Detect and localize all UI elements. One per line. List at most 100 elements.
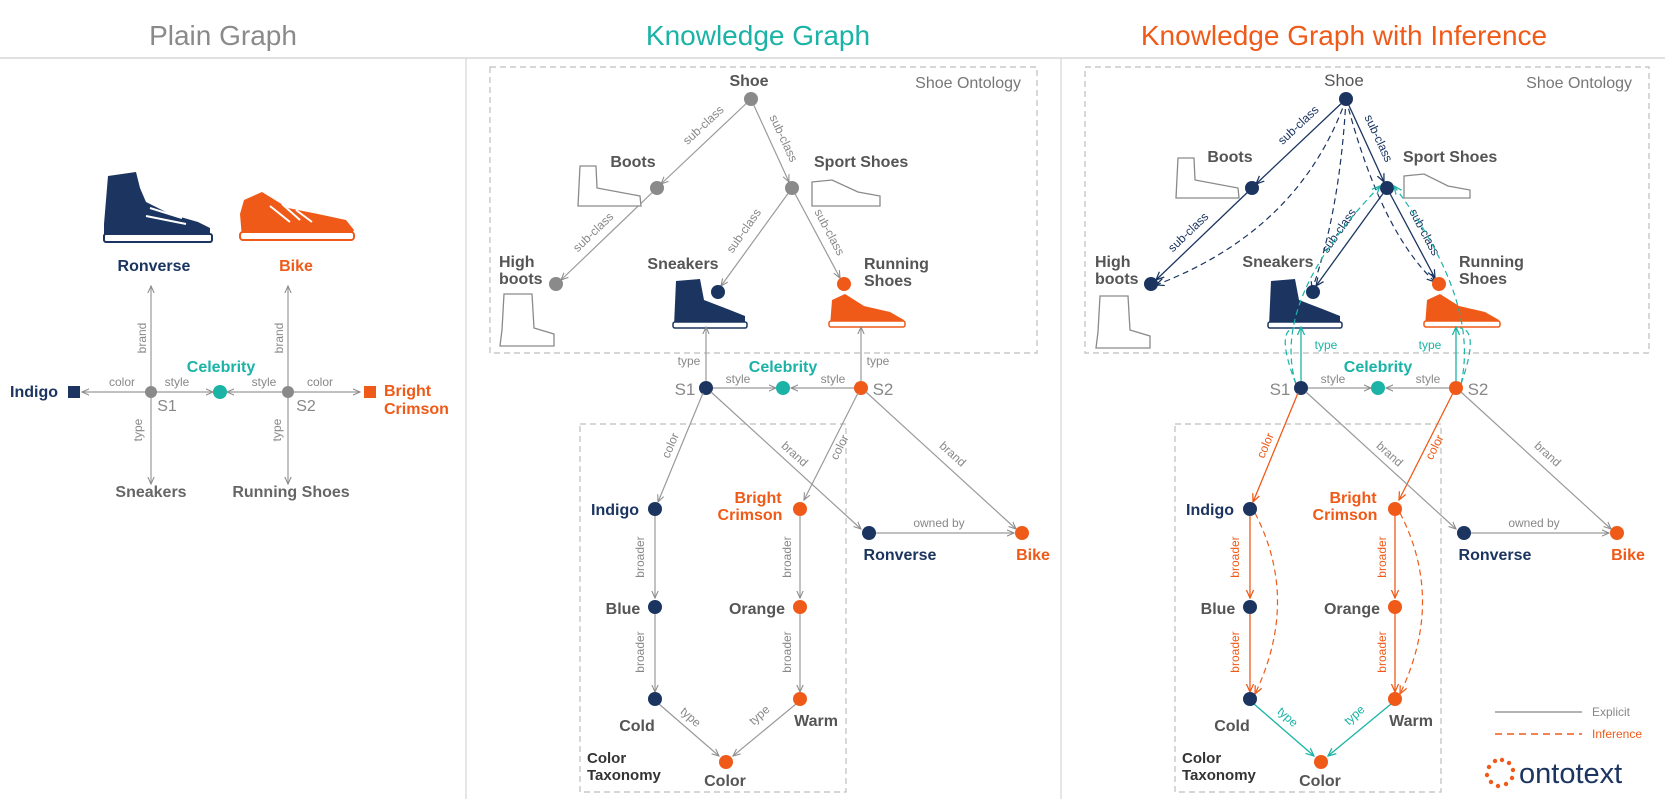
legend-explicit-label: Explicit xyxy=(1592,705,1631,719)
node-indigo: Indigo xyxy=(1186,502,1234,519)
edge-label: sub-class xyxy=(1406,206,1442,257)
node-celebrity: Celebrity xyxy=(187,359,256,376)
node-orange: Orange xyxy=(729,601,785,618)
node-ronverse: Ronverse xyxy=(1459,547,1532,564)
edge-label: owned by xyxy=(1508,516,1559,530)
edge-label: broader xyxy=(1228,536,1242,577)
node-dot-color xyxy=(719,755,733,769)
inferred-edge-subclass xyxy=(1312,98,1347,290)
edge-label: color xyxy=(1422,432,1446,462)
node-warm: Warm xyxy=(1389,713,1433,730)
node-running-shoes: Running xyxy=(864,256,929,273)
node-dot-running-shoes xyxy=(1432,277,1446,291)
node-s1-label: S1 xyxy=(675,380,696,399)
node-dot-bright-crimson xyxy=(793,502,807,516)
node-sneakers: Sneakers xyxy=(1242,254,1313,271)
edge-label: style xyxy=(821,372,846,386)
node-dot-high-boots xyxy=(549,277,563,291)
edge-label: broader xyxy=(1228,631,1242,672)
node-sport-shoes: Sport Shoes xyxy=(814,154,908,171)
node-running-shoes: Running xyxy=(1459,254,1524,271)
node-running-shoes: Shoes xyxy=(864,273,912,290)
high-top-sneaker-icon xyxy=(103,172,213,243)
running-shoe-icon xyxy=(239,192,355,241)
ontology-label: Shoe Ontology xyxy=(1526,75,1632,92)
node-bright-crimson: Crimson xyxy=(1313,507,1378,524)
node-dot-boots xyxy=(650,181,664,195)
node-dot-warm xyxy=(1388,692,1402,706)
edge-subclass xyxy=(791,187,840,278)
edge-label: sub-class xyxy=(570,209,616,254)
inferred-edge-broader xyxy=(1255,512,1279,694)
boot-icon xyxy=(1175,157,1240,199)
node-sneakers: Sneakers xyxy=(115,484,186,501)
node-blue: Blue xyxy=(606,601,641,618)
inferred-edge-broader xyxy=(1400,512,1424,694)
node-dot-cold xyxy=(1243,692,1257,706)
edge-label: color xyxy=(307,375,333,389)
node-celebrity: Celebrity xyxy=(749,359,818,376)
node-color: Color xyxy=(1299,773,1341,790)
taxonomy-label: Color xyxy=(1182,750,1221,767)
edge-label: brand xyxy=(1532,439,1564,470)
color-taxonomy-box xyxy=(579,423,847,793)
node-dot-ronverse xyxy=(1457,526,1471,540)
edge-label: style xyxy=(1321,372,1346,386)
shoe-ontology-box xyxy=(489,66,1038,354)
edge-label: type xyxy=(867,354,890,368)
edge-label: sub-class xyxy=(811,206,847,257)
edge-label: type xyxy=(131,418,145,441)
edge-brand xyxy=(710,391,861,529)
edge-label: style xyxy=(165,375,190,389)
ontotext-logo: ontotext xyxy=(1484,757,1622,790)
node-bright-crimson: Bright xyxy=(734,490,782,507)
node-bike: Bike xyxy=(1016,547,1050,564)
node-dot-s2 xyxy=(854,381,868,395)
node-color: Color xyxy=(704,773,746,790)
node-square-crimson xyxy=(364,386,376,398)
node-dot-sneakers xyxy=(1306,285,1320,299)
edge-type xyxy=(658,703,719,756)
legend-inference-label: Inference xyxy=(1592,727,1642,741)
inferred-edge-type xyxy=(1394,186,1465,385)
node-indigo: Indigo xyxy=(591,502,639,519)
edge-type xyxy=(1328,703,1392,756)
node-dot-indigo xyxy=(1243,502,1257,516)
node-s1-label: S1 xyxy=(157,398,177,415)
edge-label: brand xyxy=(1374,439,1406,470)
sneaker-icon xyxy=(1267,279,1343,329)
inferred-edge-type xyxy=(1290,186,1380,385)
edge-label: sub-class xyxy=(680,103,727,148)
node-dot-celebrity xyxy=(1371,381,1385,395)
edge-subclass xyxy=(1345,98,1384,182)
edge-color xyxy=(804,392,859,500)
node-s1-label: S1 xyxy=(1270,380,1291,399)
edge-label: brand xyxy=(135,323,149,354)
edge-label: style xyxy=(252,375,277,389)
edge-label: sub-class xyxy=(767,112,801,164)
edge-label: broader xyxy=(633,631,647,672)
node-dot-s1 xyxy=(1294,381,1308,395)
node-dot-celebrity xyxy=(213,385,227,399)
node-boots: Boots xyxy=(610,154,655,171)
node-dot-ronverse xyxy=(862,526,876,540)
panel-title-kg: Knowledge Graph xyxy=(646,20,870,51)
edge-label: style xyxy=(1416,372,1441,386)
taxonomy-label: Taxonomy xyxy=(1182,767,1257,784)
edge-label: sub-class xyxy=(1165,209,1211,254)
node-dot-sport-shoes xyxy=(1380,181,1394,195)
logo-ring-icon xyxy=(1484,757,1516,789)
node-dot-celebrity xyxy=(776,381,790,395)
node-dot-cold xyxy=(648,692,662,706)
edge-subclass xyxy=(1386,187,1435,278)
node-orange: Orange xyxy=(1324,601,1380,618)
node-dot-running-shoes xyxy=(837,277,851,291)
edge-subclass xyxy=(1316,187,1388,286)
edge-label: brand xyxy=(937,439,969,470)
inferred-edge-subclass xyxy=(1345,98,1435,282)
inferred-edge-type xyxy=(1459,327,1471,385)
edge-label: broader xyxy=(1375,631,1389,672)
node-cold: Cold xyxy=(619,718,655,735)
edge-label: broader xyxy=(1375,536,1389,577)
ontology-label: Shoe Ontology xyxy=(915,75,1021,92)
